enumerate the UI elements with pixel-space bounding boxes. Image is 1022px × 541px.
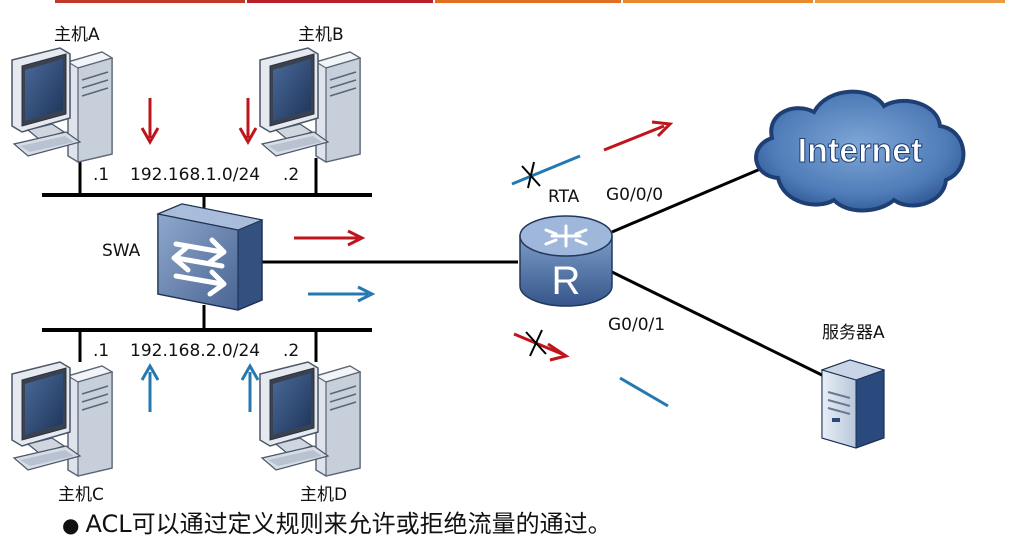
router-interface-server: G0/0/1 (608, 315, 665, 335)
host-c-up-arrow (140, 362, 160, 412)
lower-subnet-label: 192.168.2.0/24 (130, 341, 260, 361)
upper-lan-bus (42, 158, 372, 210)
host-d-pc-icon (259, 361, 361, 477)
cloud-icon (754, 89, 966, 213)
server-label: 服务器A (822, 323, 885, 343)
router-internet-link (611, 162, 773, 234)
host-d-up-arrow (240, 362, 260, 412)
blue-flow-arrow-lan (308, 285, 376, 303)
red-flow-arrow-lan (294, 229, 366, 247)
lower-left-suffix: .1 (93, 341, 109, 361)
cloud-label: Internet (798, 132, 923, 170)
lower-right-suffix: .2 (283, 341, 299, 361)
switch-icon (156, 203, 264, 311)
host-a-down-arrow (140, 98, 160, 146)
traffic-arrows (140, 98, 674, 412)
upper-right-suffix: .2 (283, 165, 299, 185)
lower-lan-bus (42, 305, 372, 362)
host-b-down-arrow (238, 98, 258, 146)
router-symbol: R (552, 259, 581, 303)
router-interface-internet: G0/0/0 (606, 185, 663, 205)
host-b-pc-icon (259, 47, 361, 163)
host-a-pc-icon (11, 47, 113, 163)
red-flow-denied-server (513, 329, 570, 362)
router-label: RTA (548, 187, 580, 207)
host-c-label: 主机C (58, 485, 104, 505)
top-accent-bar (55, 0, 1005, 3)
router-server-link (611, 270, 829, 380)
host-c-pc-icon (11, 361, 113, 477)
caption: ●ACL可以通过定义规则来允许或拒绝流量的通过。 (62, 504, 612, 539)
server-icon (820, 359, 886, 449)
blue-flow-arrow-server (619, 376, 669, 408)
host-d-label: 主机D (300, 485, 347, 505)
router-icon (519, 215, 613, 307)
red-flow-arrow-internet (603, 120, 674, 152)
upper-left-suffix: .1 (93, 165, 109, 185)
caption-text: ACL可以通过定义规则来允许或拒绝流量的通过。 (85, 510, 612, 538)
host-a-label: 主机A (54, 25, 100, 45)
upper-subnet-label: 192.168.1.0/24 (130, 165, 260, 185)
switch-label: SWA (102, 241, 141, 261)
blue-flow-denied-internet (511, 154, 581, 189)
caption-bullet: ● (62, 513, 80, 537)
host-b-label: 主机B (298, 25, 344, 45)
